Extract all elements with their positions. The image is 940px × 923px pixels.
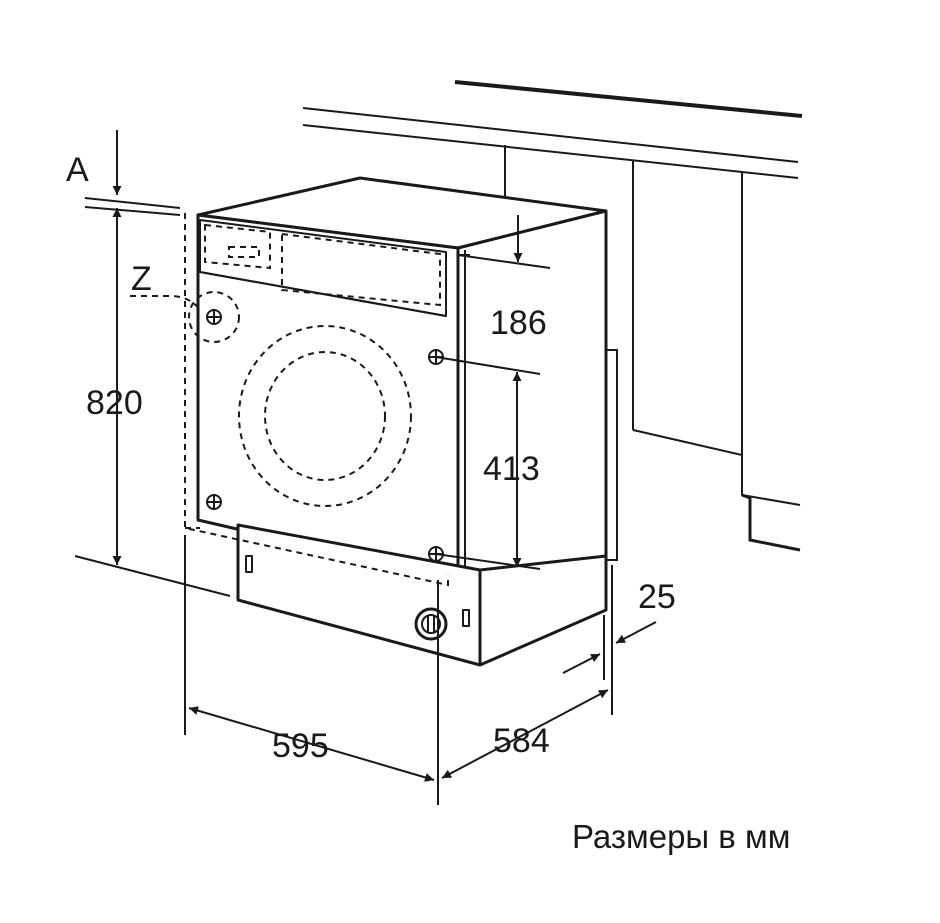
label-z: Z bbox=[131, 260, 152, 298]
dashed-lines bbox=[130, 213, 449, 587]
worktop-lines bbox=[302, 80, 803, 179]
label-a: A bbox=[66, 151, 89, 189]
dimension-lines bbox=[74, 130, 657, 805]
label-depth: 584 bbox=[493, 722, 550, 760]
label-gap: 25 bbox=[638, 578, 676, 616]
units-caption: Размеры в мм bbox=[572, 818, 791, 855]
label-height: 820 bbox=[86, 384, 143, 422]
label-width: 595 bbox=[272, 727, 329, 765]
washing-machine bbox=[196, 176, 608, 667]
label-hinge-spacing: 413 bbox=[483, 450, 540, 488]
label-top-offset: 186 bbox=[490, 304, 547, 342]
